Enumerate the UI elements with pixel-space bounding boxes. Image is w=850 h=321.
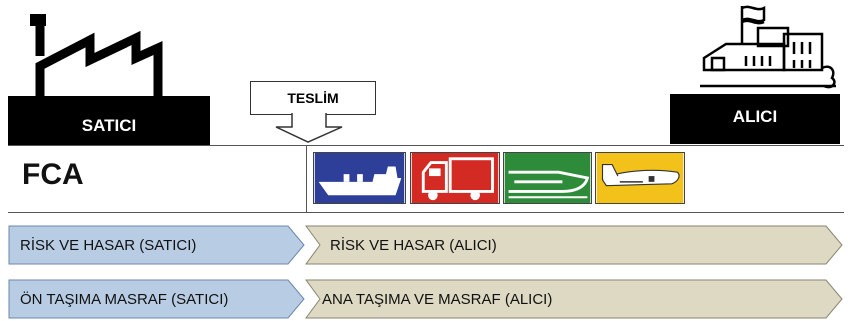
ship-icon (313, 152, 406, 204)
delivery-arrow-icon (275, 113, 343, 143)
train-icon (503, 152, 592, 204)
building-icon (700, 5, 836, 89)
term-code: FCA (22, 158, 84, 191)
risk-buyer-bar (305, 225, 843, 265)
seller-label-text: SATICI (81, 116, 137, 135)
seller-label: SATICI (8, 96, 210, 146)
risk-seller-text: RİSK VE HASAR (SATICI) (20, 236, 197, 254)
cost-seller-text: ÖN TAŞIMA MASRAF (SATICI) (20, 290, 229, 308)
delivery-label: TESLİM (250, 81, 376, 115)
cost-buyer-bar (305, 279, 843, 319)
buyer-label-text: ALICI (732, 107, 778, 126)
risk-seller-bar (8, 225, 305, 265)
buyer-label: ALICI (670, 94, 840, 144)
delivery-label-text: TESLİM (287, 90, 339, 106)
term-divider (306, 145, 307, 213)
risk-buyer-text: RİSK VE HASAR (ALICI) (330, 236, 497, 254)
airplane-icon (595, 152, 685, 204)
cost-buyer-text: ANA TAŞIMA VE MASRAF (ALICI) (322, 290, 553, 308)
cost-seller-bar (8, 279, 305, 319)
term-row-bottom-border (8, 212, 844, 213)
term-row-top-border (8, 145, 844, 146)
factory-icon (30, 14, 163, 100)
truck-icon (410, 152, 500, 204)
